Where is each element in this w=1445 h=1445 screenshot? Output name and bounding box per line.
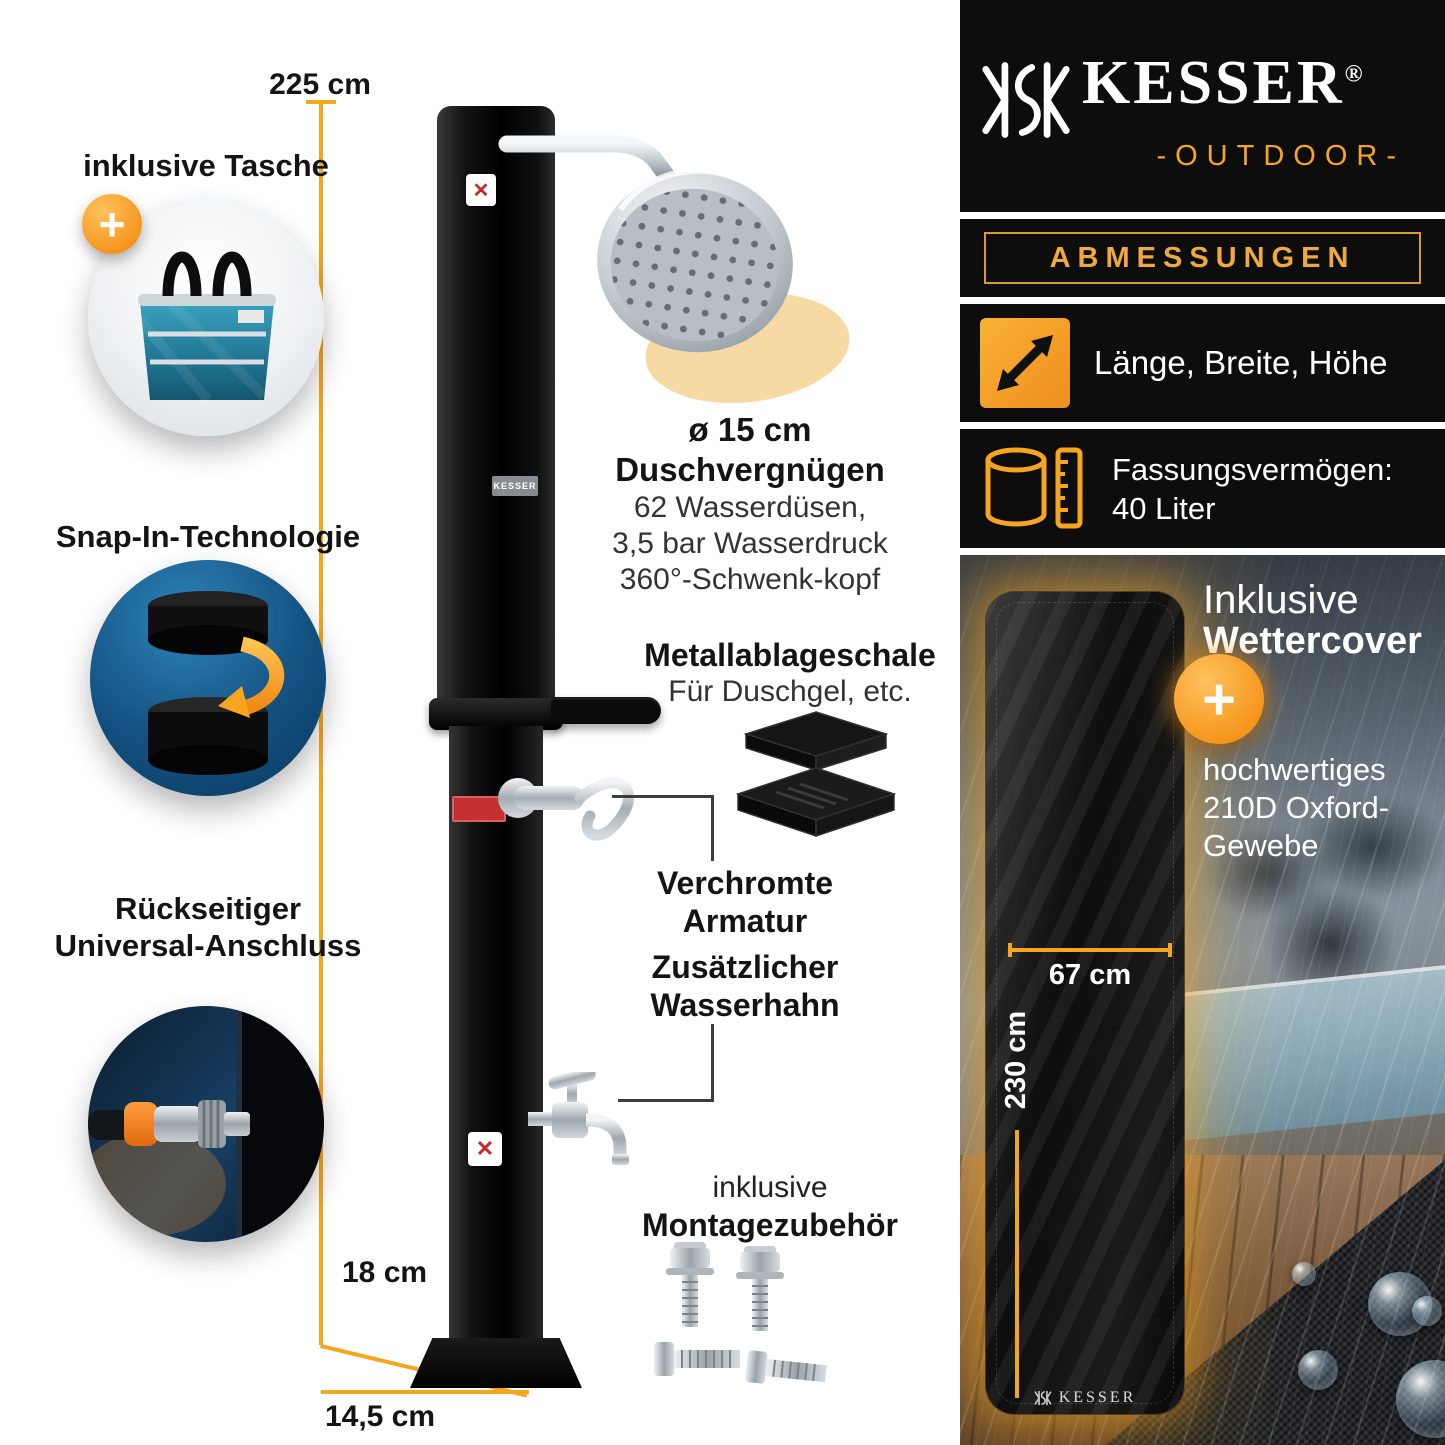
- hose-connector-image: [88, 1006, 324, 1242]
- tap-callout-line-v: [711, 1024, 714, 1102]
- height-dimension-tick: [306, 100, 336, 104]
- section-title-block: ABMESSUNGEN: [960, 219, 1445, 297]
- plus-icon-cover: +: [1174, 654, 1264, 744]
- capacity-icon: [985, 447, 1083, 528]
- dimensions-feature-block: Länge, Breite, Höhe: [960, 304, 1445, 422]
- mounting-label: inklusive Montagezubehör: [642, 1171, 898, 1243]
- bag-feature-image: [88, 200, 324, 436]
- tote-bag-icon: [136, 251, 276, 404]
- tools-sticker: ✕: [466, 174, 496, 206]
- snap-collar: [429, 698, 563, 730]
- tray-title: Metallablageschale: [644, 637, 936, 673]
- brand-tagline: -OUTDOOR-: [1156, 140, 1405, 172]
- weather-cover-scene: KESSER 67 cm 230 cm Inklusive Wettercove…: [960, 555, 1445, 1445]
- cover-material-text: hochwertiges 210D Oxford- Gewebe: [1203, 752, 1390, 863]
- width-dimension-label: 14,5 cm: [324, 1400, 436, 1433]
- hose-connector-icon: [88, 1006, 324, 1242]
- width-dimension-line: [321, 1390, 529, 1394]
- cover-height-line: [1015, 1130, 1019, 1398]
- section-title: ABMESSUNGEN: [1049, 241, 1356, 274]
- soap-dish-icon: [735, 711, 897, 838]
- weather-cover: [985, 591, 1185, 1415]
- faucet-callout-line: [612, 795, 714, 798]
- faucet-callout-line-v: [711, 795, 714, 861]
- chrome-mixer-icon: [498, 777, 635, 841]
- water-drop: [1298, 1350, 1338, 1390]
- plus-icon: +: [82, 194, 142, 254]
- dimension-arrow-icon: [980, 318, 1070, 408]
- shower-diameter: ø 15 cm: [688, 411, 812, 448]
- tools-sticker-2: ✕: [468, 1132, 502, 1166]
- capacity-feature-block: Fassungsvermögen: 40 Liter: [960, 429, 1445, 548]
- capacity-label: Fassungsvermögen: 40 Liter: [1112, 451, 1393, 526]
- registered-mark: ®: [1344, 61, 1366, 88]
- pool: [1178, 964, 1445, 1142]
- rear-connection-label: Rückseitiger Universal-Anschluss: [54, 891, 362, 963]
- warning-sticker: [452, 796, 506, 822]
- cover-height-label: 230 cm: [1000, 1010, 1032, 1110]
- depth-dimension-label: 18 cm: [342, 1256, 428, 1289]
- tray-feature-text: Metallablageschale Für Duschgel, etc.: [620, 636, 960, 710]
- tap-callout-line: [618, 1099, 714, 1102]
- section-title-box: ABMESSUNGEN: [984, 232, 1421, 284]
- base-plate: [410, 1338, 582, 1388]
- tap-label: Zusätzlicher Wasserhahn: [650, 949, 840, 1023]
- cover-width-line: [1008, 943, 1172, 957]
- metal-tray: [551, 697, 661, 724]
- snap-feature-label: Snap-In-Technologie: [55, 519, 361, 554]
- tray-subtitle: Für Duschgel, etc.: [668, 675, 912, 708]
- kesser-sticker: KESSER: [492, 476, 538, 496]
- shower-feature-text: ø 15 cm Duschvergnügen 62 Wasserdüsen, 3…: [575, 410, 925, 598]
- water-tap-icon: [528, 1072, 629, 1165]
- water-drop: [1292, 1262, 1316, 1286]
- kesser-logo-mark: [982, 62, 1070, 138]
- height-dimension-label: 225 cm: [269, 68, 371, 101]
- mounting-bolts-icon: [654, 1242, 827, 1384]
- snap-feature-image: [90, 560, 326, 796]
- dimensions-label: Länge, Breite, Höhe: [1094, 344, 1388, 381]
- cover-title-line1: Inklusive: [1203, 578, 1359, 622]
- lower-pole: [449, 726, 543, 1340]
- brand-name: KESSER®: [1082, 49, 1366, 117]
- bag-feature-label: inklusive Tasche: [83, 148, 329, 183]
- faucet-label: Verchromte Armatur: [656, 865, 834, 939]
- shower-head-icon: [498, 135, 793, 353]
- water-tank-column: [437, 106, 555, 706]
- height-dimension-line: [319, 102, 323, 1345]
- brand-block: KESSER® -OUTDOOR-: [960, 0, 1445, 212]
- shower-title: Duschvergnügen: [615, 451, 885, 488]
- kesser-logo-mark-small: [1034, 1390, 1052, 1406]
- water-drop: [1412, 1296, 1442, 1326]
- snap-in-icon: [148, 591, 285, 775]
